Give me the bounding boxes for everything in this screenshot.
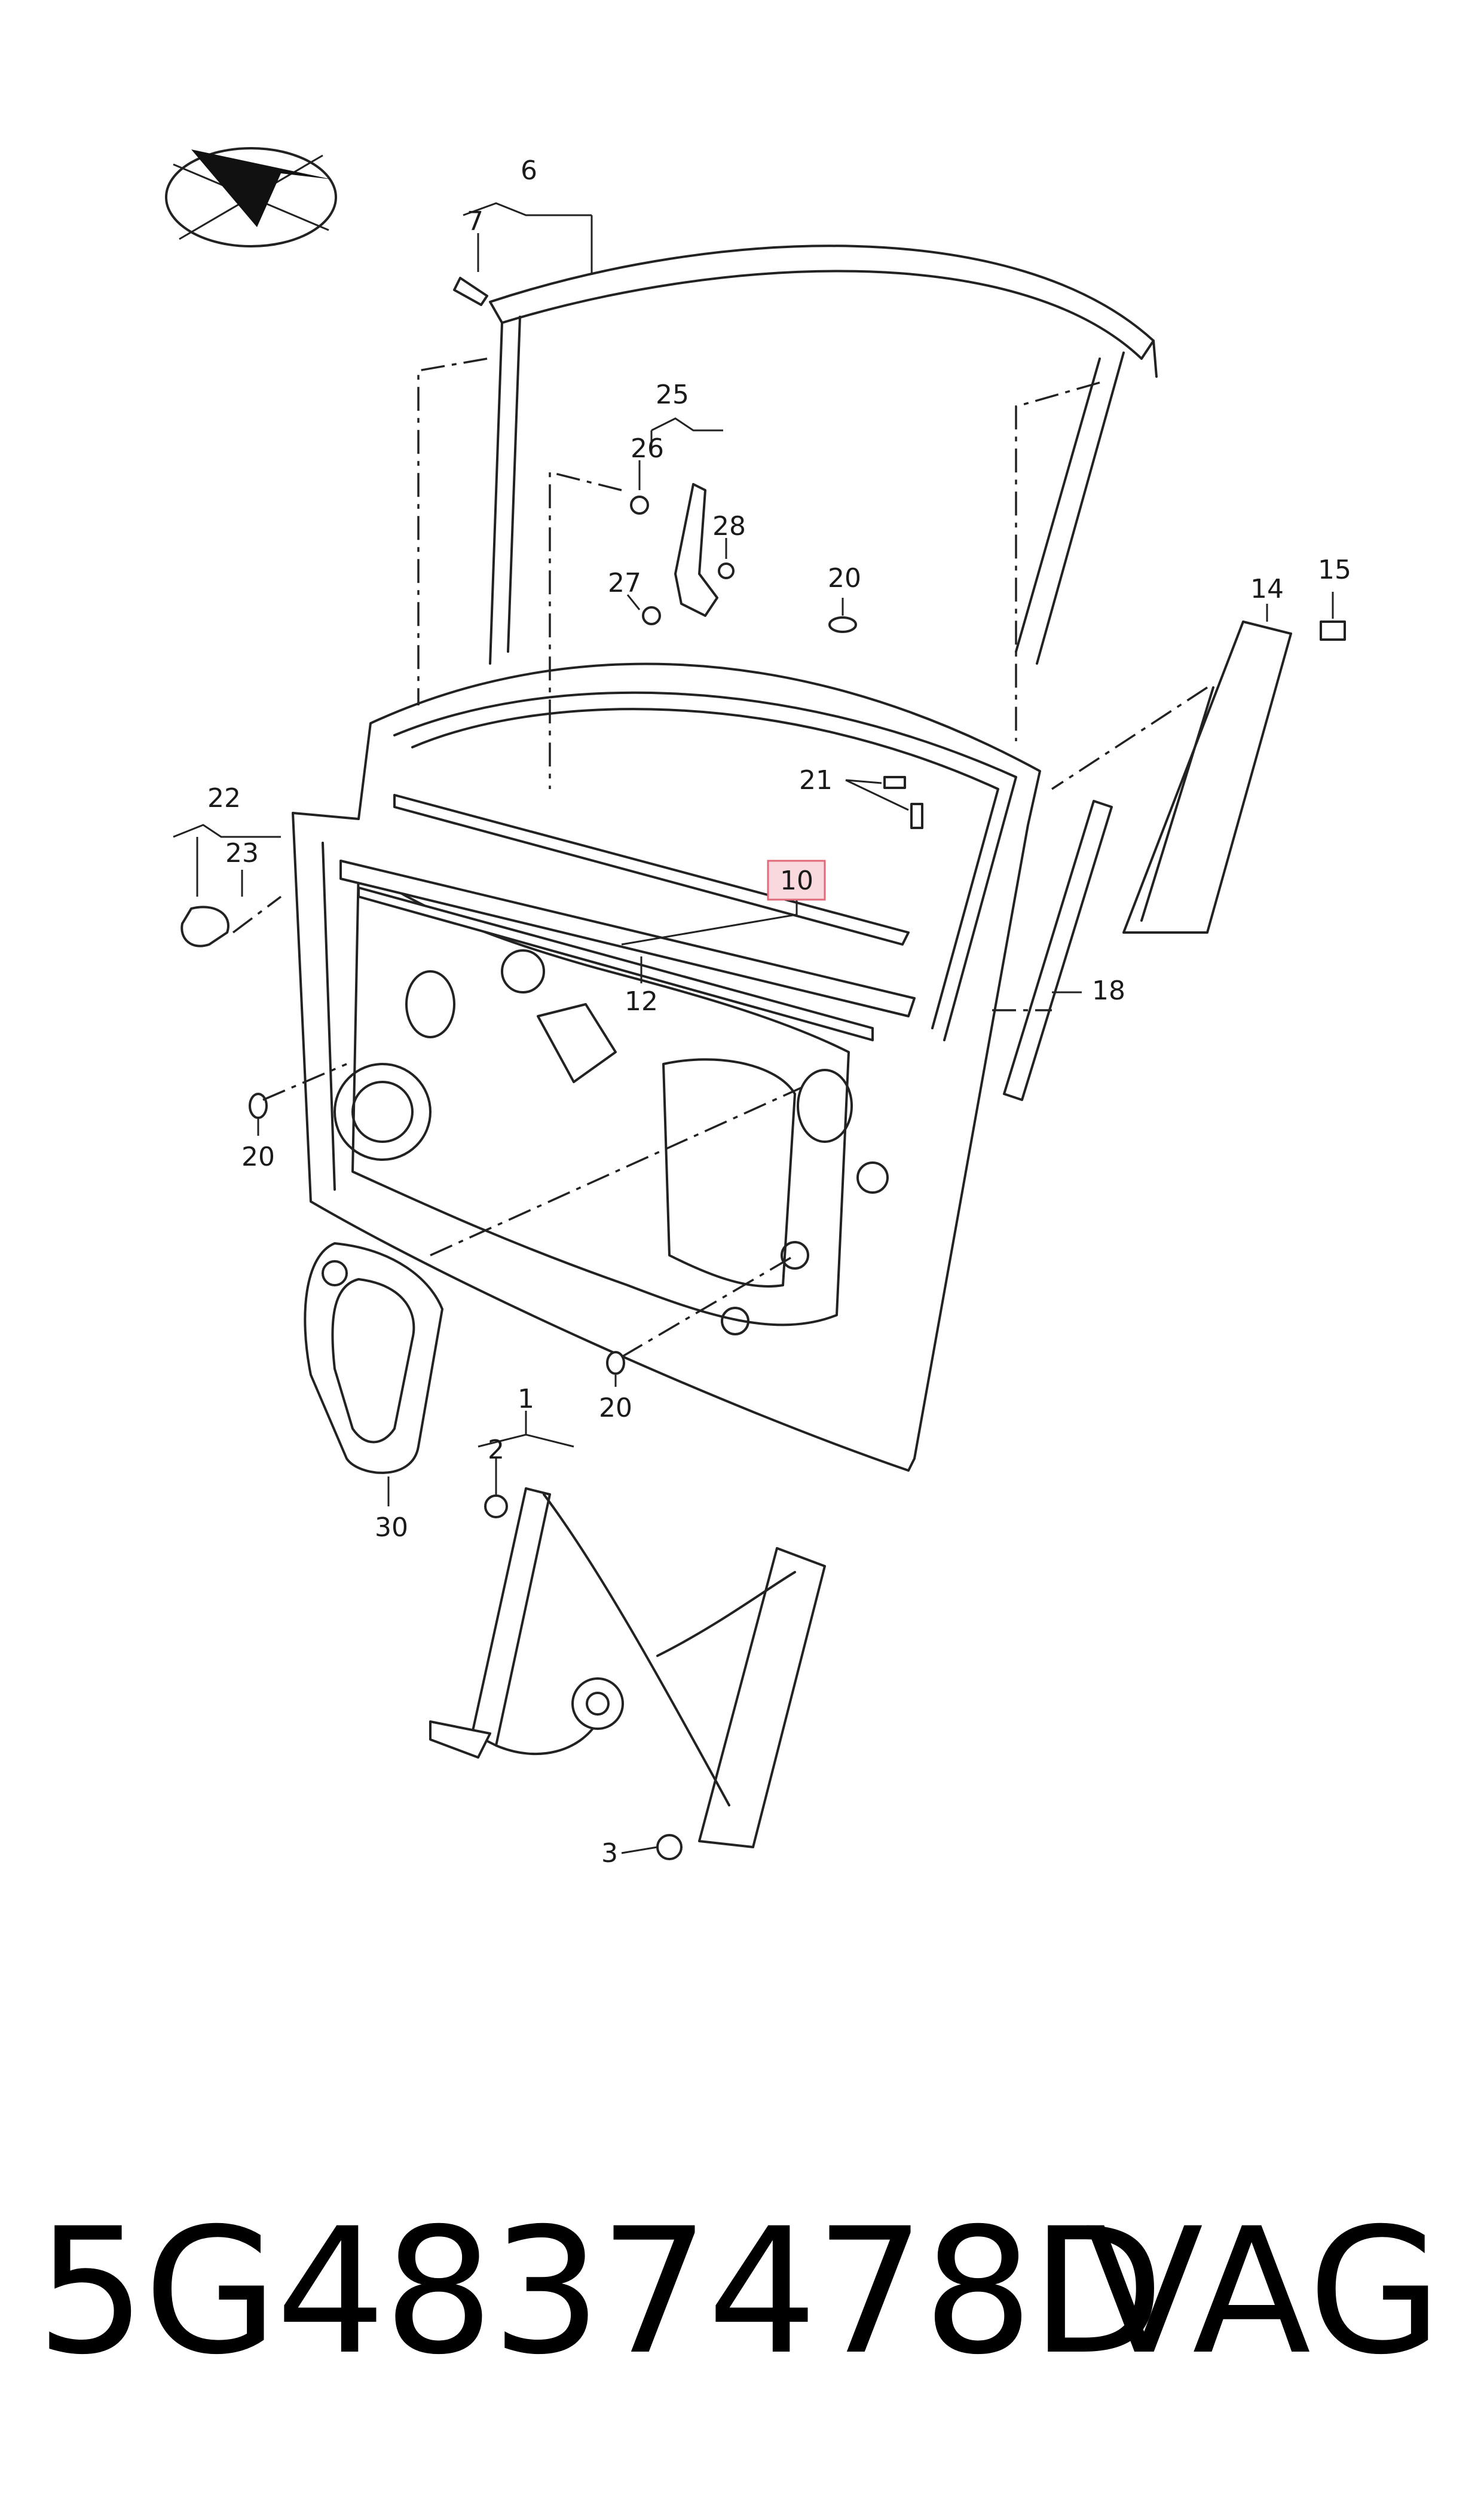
callout-21: 21	[799, 765, 833, 796]
callout-12: 12	[625, 986, 658, 1017]
inner-seal-12	[393, 794, 910, 946]
window-channel-18	[1003, 800, 1113, 1101]
callout-15: 15	[1318, 555, 1351, 585]
sealing-gasket-30	[304, 1242, 443, 1474]
assembly-lines	[232, 357, 1208, 1358]
window-sill-seal-10	[339, 860, 916, 1041]
nut-2	[484, 1494, 508, 1518]
window-frame-seal	[489, 244, 1158, 665]
brand-label: VAG	[1085, 2191, 1442, 2393]
callout-20b: 20	[241, 1142, 275, 1172]
callout-26: 26	[631, 433, 664, 464]
callout-30: 30	[375, 1512, 408, 1543]
callout-14: 14	[1250, 574, 1284, 604]
grommet-20c	[606, 1351, 625, 1375]
part-number-label: 5G4837478D	[36, 2191, 1164, 2393]
callout-25: 25	[656, 380, 689, 410]
nut-3	[656, 1834, 683, 1860]
callout-3: 3	[601, 1838, 618, 1869]
mirror-bracket-25	[630, 483, 735, 625]
callout-1: 1	[518, 1384, 534, 1414]
callout-22: 22	[207, 783, 241, 814]
bolt-7	[453, 277, 488, 306]
callout-18: 18	[1092, 976, 1125, 1006]
door-shell	[292, 662, 1041, 1472]
door-exploded-diagram: 6 7 25 26 28 27 20 15 14 21 22 23 10 12 …	[165, 147, 1351, 1869]
callout-20c: 20	[599, 1393, 632, 1423]
callout-7: 7	[467, 206, 484, 237]
window-regulator-1	[429, 1487, 826, 1848]
callout-28: 28	[712, 511, 746, 542]
callout-20a: 20	[828, 563, 861, 594]
callout-10: 10	[780, 866, 813, 896]
orientation-badge-icon	[165, 147, 337, 247]
callout-23: 23	[225, 838, 259, 869]
cap-22	[180, 906, 230, 947]
trim-panel-14	[1122, 620, 1292, 934]
callout-6: 6	[521, 155, 537, 186]
clip-21	[883, 776, 923, 829]
leader-lines	[173, 202, 1334, 1854]
clip-15	[1320, 620, 1346, 641]
callout-2: 2	[488, 1435, 504, 1465]
highlight-box-10	[767, 860, 826, 901]
callout-27: 27	[608, 568, 641, 598]
grommet-20a	[828, 616, 857, 633]
grommet-20b	[249, 1093, 268, 1119]
